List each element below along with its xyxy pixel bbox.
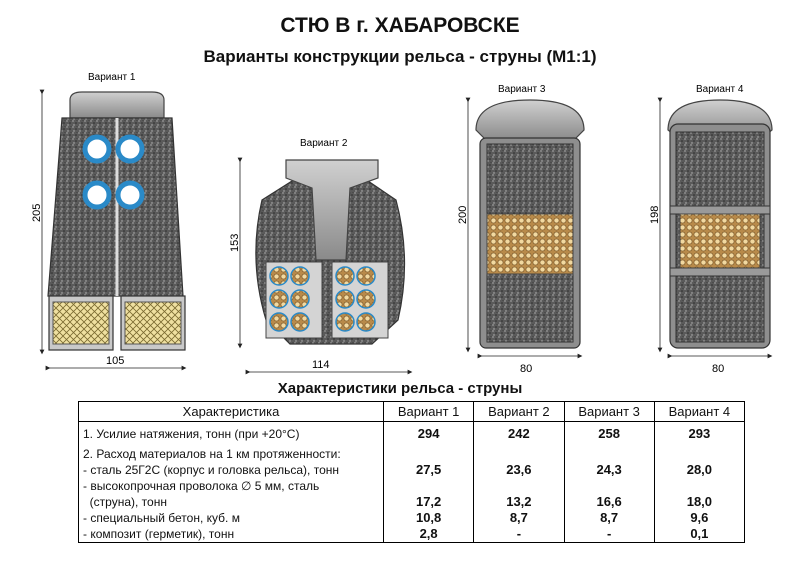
col-header-characteristic: Характеристика	[78, 401, 384, 422]
col-header-variant-4: Вариант 4	[653, 401, 746, 422]
table-row: - композит (герметик), тонн 2,8 - - 0,1	[78, 526, 746, 543]
variant-4-height: 198	[649, 206, 661, 224]
cell-value: 8,7	[473, 510, 565, 526]
row-label: 2. Расход материалов на 1 км протяженнос…	[78, 442, 384, 462]
cell-value: 17,2	[382, 494, 475, 510]
cell-value	[563, 478, 655, 494]
variant-2-drawing: Вариант 2 153 114	[229, 138, 413, 375]
cell-value: 10,8	[382, 510, 475, 526]
col-header-variant-3: Вариант 3	[563, 401, 655, 422]
cell-value: 16,6	[563, 494, 655, 510]
cell-value: 242	[473, 421, 565, 442]
cell-value: 8,7	[563, 510, 655, 526]
cell-value	[653, 442, 746, 462]
table-row: - высокопрочная проволока ∅ 5 мм, сталь	[78, 478, 746, 494]
variant-3-width: 80	[520, 363, 532, 375]
characteristics-table: Характеристика Вариант 1 Вариант 2 Вариа…	[78, 401, 746, 543]
cell-value: 18,0	[653, 494, 746, 510]
cell-value: 23,6	[473, 462, 565, 478]
variant-2-width: 114	[312, 359, 330, 371]
variant-2-height: 153	[229, 234, 241, 252]
table-row: (струна), тонн 17,2 13,2 16,6 18,0	[78, 494, 746, 510]
variant-1-drawing: Вариант 1 205 105	[31, 72, 187, 371]
row-label: - сталь 25Г2С (корпус и головка рельса),…	[78, 462, 384, 478]
cell-value	[382, 478, 475, 494]
cell-value: 9,6	[653, 510, 746, 526]
variant-4-width: 80	[712, 363, 724, 375]
cell-value: -	[563, 526, 655, 543]
cell-value	[473, 442, 565, 462]
variant-3-label: Вариант 3	[498, 84, 546, 95]
cell-value: 258	[563, 421, 655, 442]
variant-3-drawing: Вариант 3 200 80	[457, 84, 585, 375]
col-header-variant-1: Вариант 1	[382, 401, 475, 422]
main-title: СТЮ В г. ХАБАРОВСКЕ	[280, 14, 520, 37]
table-row: 2. Расход материалов на 1 км протяженнос…	[78, 442, 746, 462]
row-label: - высокопрочная проволока ∅ 5 мм, сталь	[78, 478, 384, 494]
cell-value: 294	[382, 421, 475, 442]
variant-3-height: 200	[457, 206, 469, 224]
variant-1-label: Вариант 1	[88, 72, 136, 83]
col-header-variant-2: Вариант 2	[473, 401, 565, 422]
table-row: 1. Усилие натяжения, тонн (при +20°C) 29…	[78, 421, 746, 442]
cell-value	[563, 442, 655, 462]
cell-value	[653, 478, 746, 494]
row-label: - композит (герметик), тонн	[78, 526, 384, 543]
table-title: Характеристики рельса - струны	[277, 380, 523, 397]
row-label: (струна), тонн	[78, 494, 384, 510]
table-row: - сталь 25Г2С (корпус и головка рельса),…	[78, 462, 746, 478]
variant-2-label: Вариант 2	[300, 138, 348, 149]
cell-value: 28,0	[653, 462, 746, 478]
cell-value	[473, 478, 565, 494]
cell-value: 24,3	[563, 462, 655, 478]
rail-drawings: Вариант 1 205 105 Вариант 2 153	[31, 72, 773, 375]
table-row: - специальный бетон, куб. м 10,8 8,7 8,7…	[78, 510, 746, 526]
variant-1-height: 205	[31, 204, 43, 222]
row-label: - специальный бетон, куб. м	[78, 510, 384, 526]
cell-value: 2,8	[382, 526, 475, 543]
row-label: 1. Усилие натяжения, тонн (при +20°C)	[78, 421, 384, 442]
cell-value: 27,5	[382, 462, 475, 478]
subtitle: Варианты конструкции рельса - струны (М1…	[203, 47, 597, 66]
table-header-row: Характеристика Вариант 1 Вариант 2 Вариа…	[78, 401, 746, 422]
variant-1-width: 105	[106, 355, 124, 367]
variant-4-drawing: Вариант 4 198 80	[649, 84, 773, 375]
variant-4-label: Вариант 4	[696, 84, 744, 95]
cell-value: 13,2	[473, 494, 565, 510]
cell-value: 293	[653, 421, 746, 442]
cell-value	[382, 442, 475, 462]
cell-value: 0,1	[653, 526, 746, 543]
cell-value: -	[473, 526, 565, 543]
